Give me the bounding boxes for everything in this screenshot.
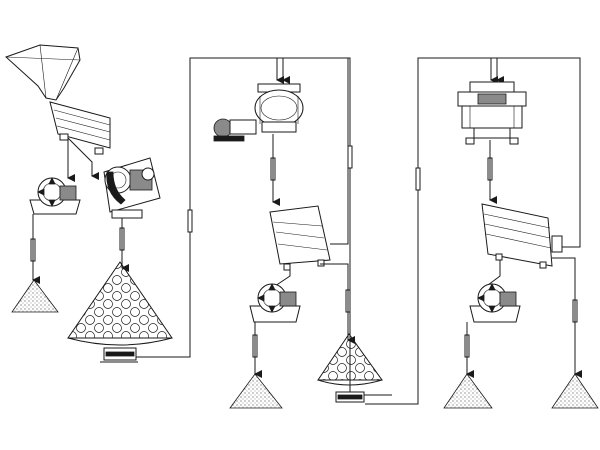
arrow-screen-to-washer	[271, 264, 291, 297]
stockpile-icon	[551, 373, 599, 409]
vsi-crusher-icon	[457, 81, 527, 145]
vibrating-feeder-icon	[100, 347, 138, 363]
arrow-screen-to-pile	[320, 263, 355, 344]
vibrating-screen-icon	[481, 203, 563, 269]
stockpile-base	[317, 379, 383, 386]
arrow-to-jaw	[67, 137, 99, 180]
stockpile-base	[67, 337, 173, 346]
conveyor-icon	[415, 167, 421, 191]
arrow-screen3-to-pile	[552, 257, 582, 378]
conveyor-icon	[347, 145, 353, 169]
hopper-icon	[5, 44, 81, 101]
stockpile-icon	[229, 373, 283, 409]
stockpile-icon	[317, 333, 383, 381]
bucket-wheel-washer-icon	[29, 177, 81, 215]
bucket-wheel-washer-icon	[469, 283, 521, 323]
jaw-crusher-icon	[103, 157, 161, 219]
stage-1-primary-crushing	[5, 44, 173, 363]
vibrating-feeder-icon	[49, 101, 111, 155]
conveyor-line-stage2-to-stage3	[365, 57, 581, 405]
stage-3-sand-making	[443, 81, 599, 409]
stage-2-cone-crushing	[213, 83, 383, 409]
vibrating-screen-icon	[269, 205, 331, 271]
stockpile-icon	[11, 279, 59, 313]
conveyor-icon	[187, 209, 193, 233]
cone-crusher-icon	[213, 83, 304, 142]
vibrating-feeder-icon	[335, 391, 365, 403]
bucket-wheel-washer-icon	[249, 283, 301, 323]
stockpile-icon	[443, 373, 493, 409]
stockpile-icon	[67, 261, 173, 339]
return-line-stage2	[330, 58, 349, 245]
